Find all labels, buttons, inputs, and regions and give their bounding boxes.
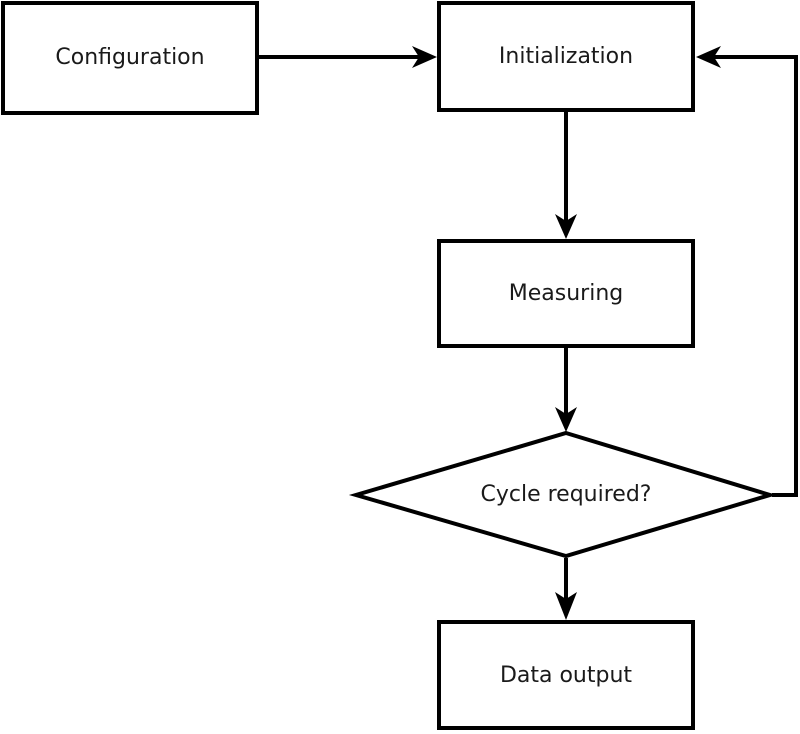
edge-line <box>710 55 798 497</box>
edge-configuration-to-initialization <box>259 46 437 68</box>
node-label-initialization: Initialization <box>499 44 633 69</box>
node-shape-rectangle[interactable] <box>437 620 695 730</box>
node-label-configuration: Configuration <box>55 45 204 70</box>
node-configuration[interactable]: Configuration <box>1 1 259 115</box>
node-label-measuring: Measuring <box>509 281 623 306</box>
arrowhead-right-icon <box>412 46 437 68</box>
node-data-output[interactable]: Data output <box>437 620 695 730</box>
edge-measuring-to-cycle-required <box>555 348 577 432</box>
arrowhead-down-icon <box>555 407 577 432</box>
arrowhead-down-icon <box>555 592 577 620</box>
node-label-data-output: Data output <box>500 663 632 688</box>
edge-cycle-required-to-initialization <box>696 46 798 497</box>
node-shape-rectangle[interactable] <box>1 1 259 115</box>
edge-cycle-required-to-data-output <box>555 558 577 620</box>
node-shape-diamond[interactable] <box>348 430 777 559</box>
arrowhead-down-icon <box>555 214 577 239</box>
node-cycle-required[interactable]: Cycle required? <box>348 430 777 559</box>
node-initialization[interactable]: Initialization <box>437 1 695 112</box>
arrowhead-left-icon <box>696 46 721 68</box>
node-shape-rectangle[interactable] <box>437 1 695 112</box>
node-shape-rectangle[interactable] <box>437 239 695 348</box>
node-label-cycle-required: Cycle required? <box>481 482 652 507</box>
node-measuring[interactable]: Measuring <box>437 239 695 348</box>
edge-initialization-to-measuring <box>555 112 577 239</box>
